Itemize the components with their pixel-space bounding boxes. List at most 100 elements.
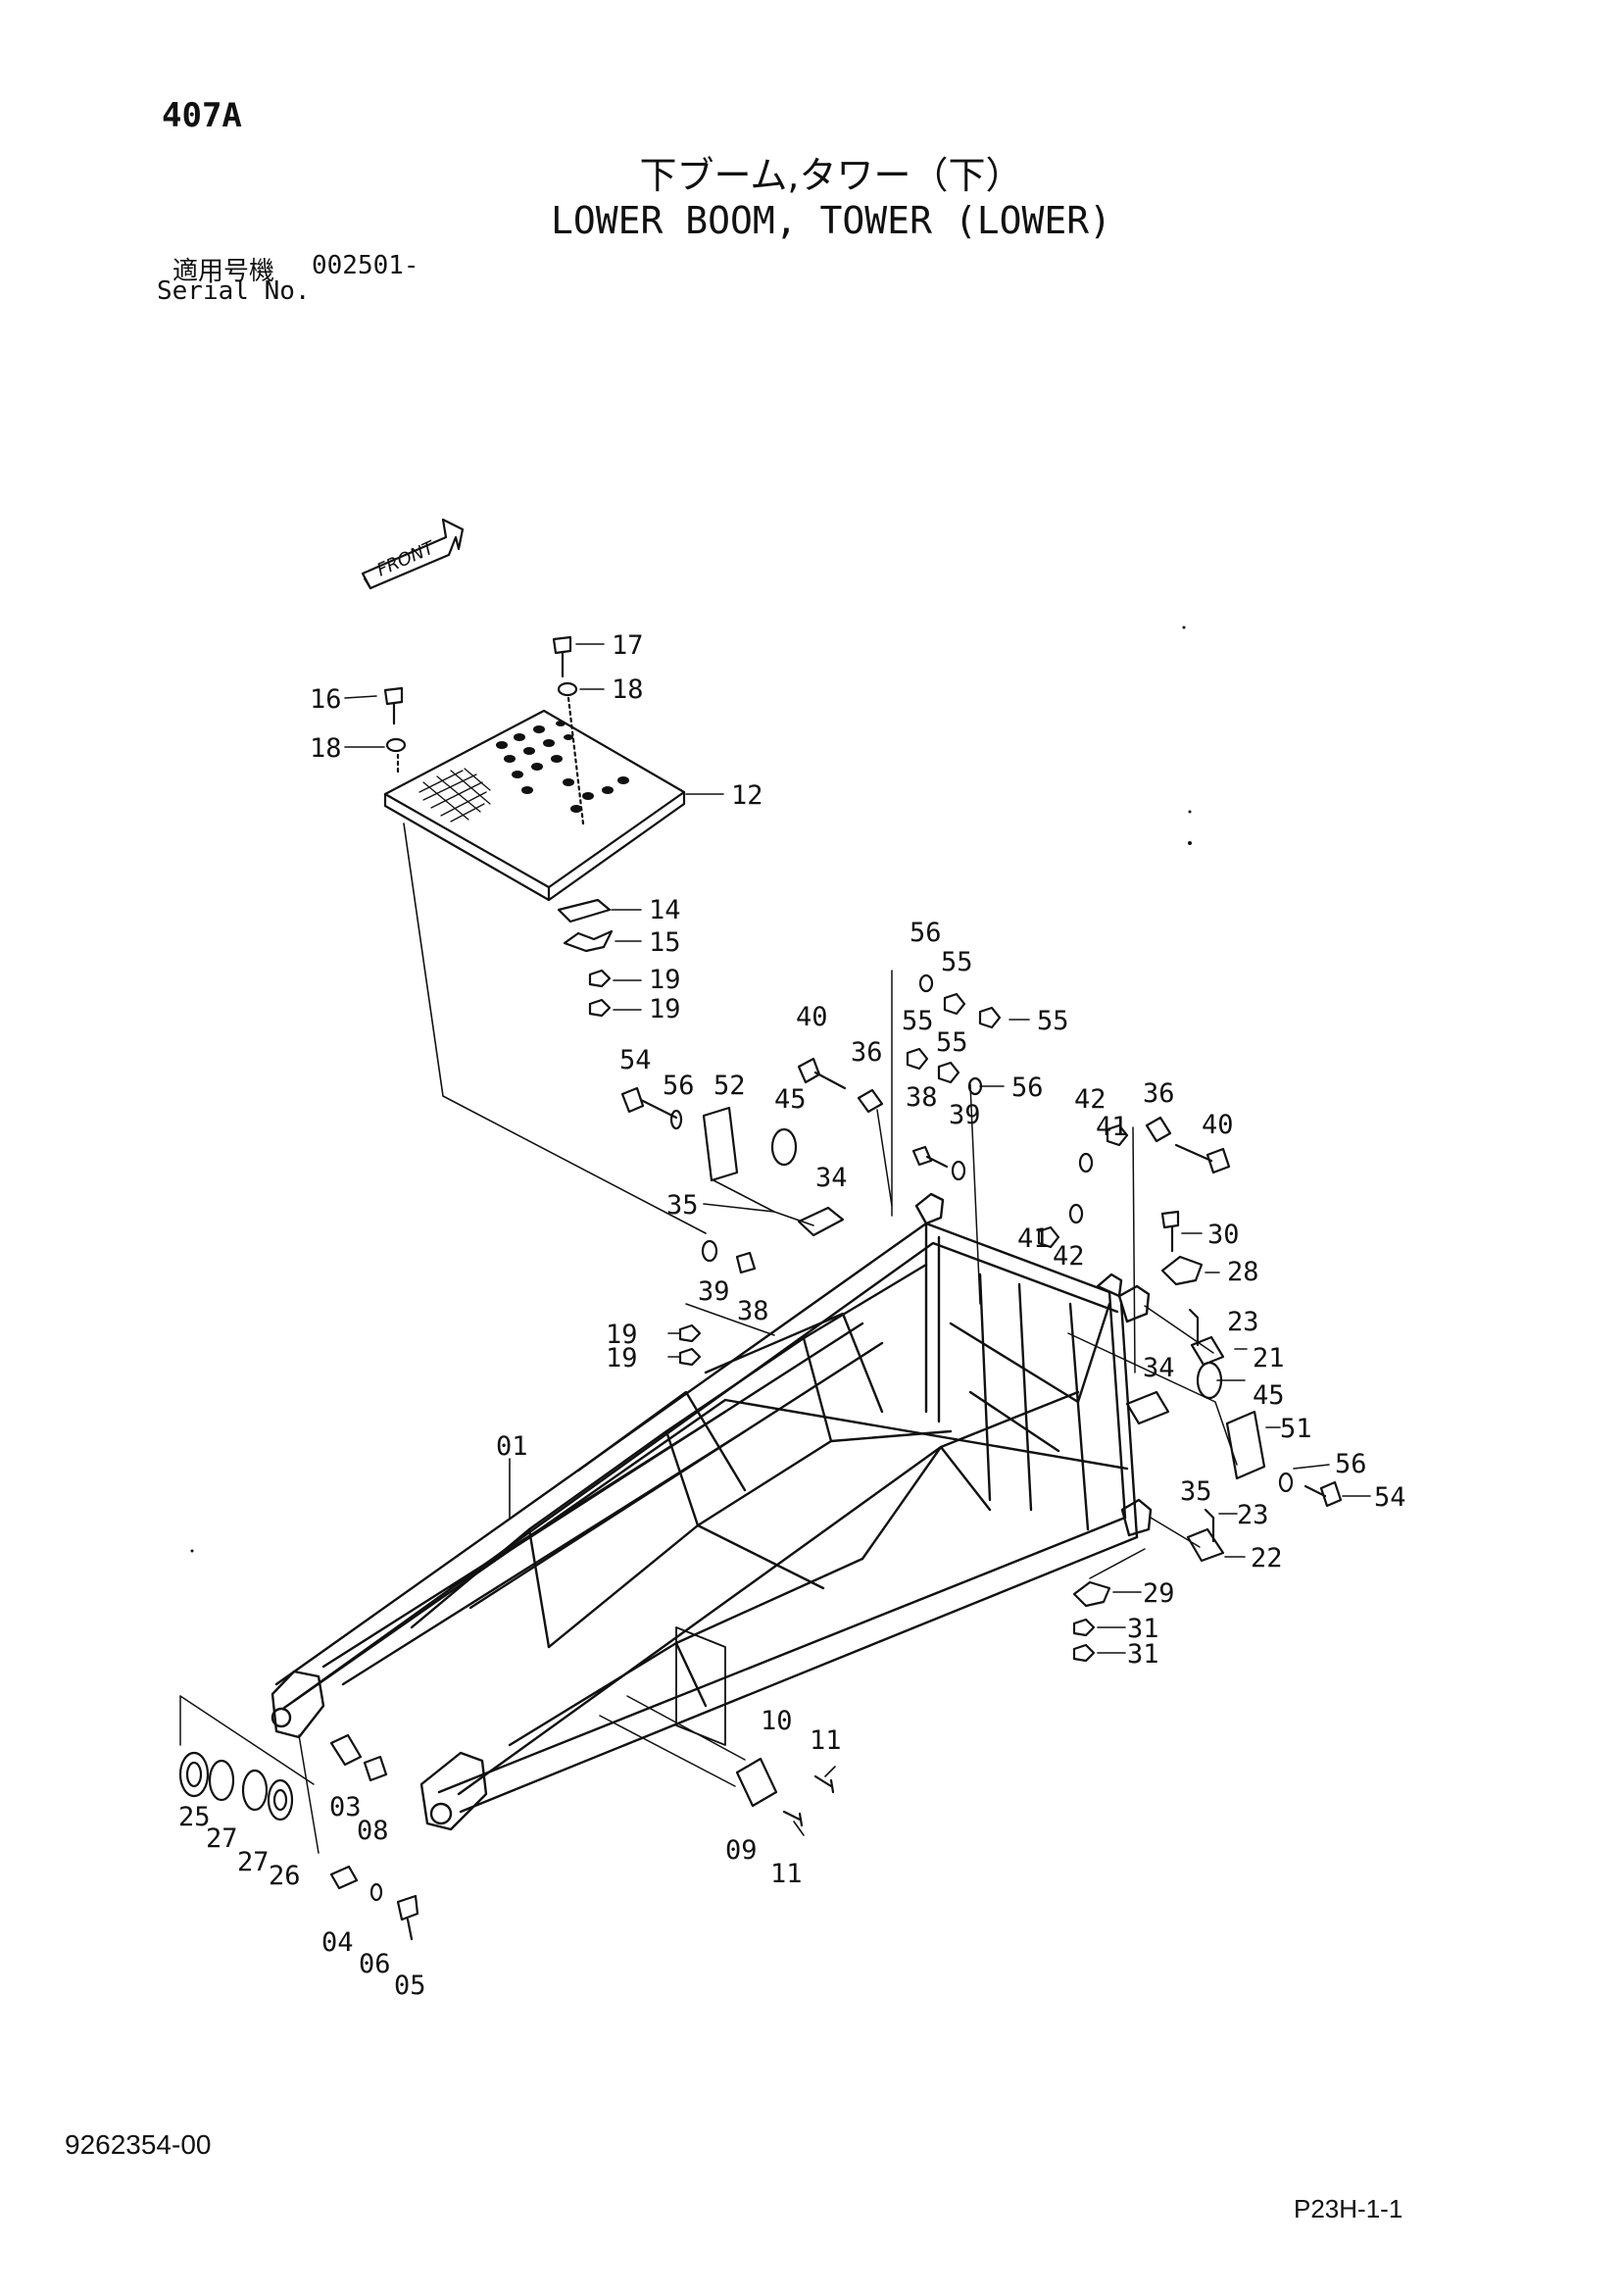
- callout-45: 45: [1253, 1380, 1285, 1411]
- callout-28: 28: [1227, 1257, 1259, 1287]
- washer-18b: [385, 737, 407, 753]
- nut-31b: [1072, 1643, 1096, 1663]
- bolt-54a: [620, 1086, 678, 1120]
- callout-11: 11: [810, 1725, 842, 1756]
- callout-19: 19: [649, 965, 681, 995]
- callout-01: 01: [496, 1431, 528, 1462]
- callout-23: 23: [1227, 1307, 1259, 1337]
- washer-39a: [951, 1160, 966, 1181]
- nut-41b: [1037, 1225, 1060, 1249]
- callout-06: 06: [359, 1949, 391, 1979]
- front-label: FRONT: [373, 537, 439, 581]
- callout-16: 16: [310, 684, 342, 715]
- washer-42a: [1078, 1152, 1094, 1173]
- callout-52: 52: [713, 1071, 746, 1101]
- callout-34: 34: [815, 1163, 848, 1193]
- pin-23b: [1204, 1508, 1215, 1543]
- washer-26: [267, 1778, 294, 1822]
- callout-11: 11: [770, 1859, 803, 1889]
- washer-56a: [918, 973, 934, 993]
- callout-36: 36: [1143, 1078, 1175, 1109]
- callout-05: 05: [394, 1971, 426, 2001]
- nut-31a: [1072, 1618, 1096, 1637]
- nut-55b: [978, 1006, 1002, 1029]
- callout-36: 36: [851, 1037, 883, 1068]
- screw-11a: [813, 1774, 835, 1794]
- callout-17: 17: [612, 630, 644, 661]
- callout-12: 12: [731, 780, 763, 811]
- callout-55: 55: [1037, 1006, 1069, 1036]
- callout-55: 55: [941, 947, 973, 977]
- callout-56: 56: [1011, 1073, 1044, 1103]
- nut-19b: [588, 998, 612, 1018]
- serial-label-english: Serial No.: [157, 276, 311, 306]
- nut-55a: [943, 992, 966, 1016]
- washer-25: [178, 1751, 210, 1798]
- callout-35: 35: [1180, 1476, 1212, 1507]
- callout-21: 21: [1253, 1343, 1285, 1373]
- callout-29: 29: [1143, 1578, 1175, 1609]
- callout-18: 18: [310, 733, 342, 764]
- plate-04: [329, 1865, 359, 1890]
- callout-26: 26: [269, 1861, 301, 1891]
- clamp-29: [1072, 1580, 1111, 1608]
- callout-19: 19: [606, 1343, 638, 1373]
- document-number: 9262354-00: [65, 2129, 212, 2160]
- callout-41: 41: [1017, 1223, 1050, 1254]
- washer-18a: [557, 681, 578, 697]
- clamp-15: [563, 929, 614, 953]
- callout-55: 55: [936, 1027, 968, 1058]
- callout-14: 14: [649, 895, 681, 925]
- bolt-17: [552, 635, 572, 678]
- callout-56: 56: [663, 1071, 695, 1101]
- callout-25: 25: [178, 1802, 211, 1832]
- callout-56: 56: [1335, 1449, 1367, 1479]
- bolt-16: [383, 686, 404, 725]
- bracket-14: [557, 898, 612, 923]
- clamp-28: [1160, 1255, 1204, 1286]
- callout-54: 54: [1374, 1482, 1406, 1513]
- callout-38: 38: [737, 1296, 769, 1326]
- washer-56b: [669, 1109, 683, 1130]
- nut-19d: [678, 1347, 702, 1367]
- bushing-36b: [1145, 1116, 1172, 1143]
- nut-19a: [588, 969, 612, 988]
- callout-04: 04: [321, 1927, 354, 1958]
- serial-value: 002501-: [312, 251, 419, 280]
- pin-45a: [770, 1127, 798, 1167]
- callout-51: 51: [1280, 1414, 1312, 1444]
- callout-41: 41: [1096, 1112, 1128, 1142]
- callout-40: 40: [796, 1002, 828, 1032]
- callout-54: 54: [619, 1045, 652, 1075]
- callout-19: 19: [606, 1320, 638, 1350]
- bracket-52: [702, 1106, 739, 1182]
- washer-27b: [241, 1769, 269, 1812]
- callout-35: 35: [666, 1190, 699, 1221]
- title-japanese: 下ブーム,タワー（下）: [639, 154, 1023, 197]
- page-number: 407A: [162, 96, 242, 135]
- callout-19: 19: [649, 994, 681, 1024]
- serial-label-japanese: 適用号機: [172, 257, 275, 286]
- bolt-30: [1160, 1210, 1180, 1253]
- callout-08: 08: [357, 1816, 389, 1846]
- callout-39: 39: [949, 1100, 981, 1130]
- callout-39: 39: [698, 1276, 730, 1307]
- screw-11b: [782, 1810, 804, 1827]
- washer-39b: [701, 1239, 718, 1263]
- callout-22: 22: [1251, 1543, 1283, 1573]
- callout-45: 45: [774, 1084, 807, 1115]
- pin-22: [1186, 1527, 1225, 1563]
- bushing-36a: [857, 1088, 884, 1114]
- callout-34: 34: [1143, 1353, 1175, 1383]
- callout-23: 23: [1237, 1500, 1269, 1530]
- nut-55c: [906, 1047, 929, 1071]
- callout-15: 15: [649, 927, 681, 958]
- callout-38: 38: [906, 1082, 938, 1113]
- washer-06: [369, 1882, 383, 1902]
- callout-03: 03: [329, 1792, 362, 1822]
- bolt-05: [396, 1894, 419, 1941]
- washer-56d: [1278, 1472, 1294, 1493]
- sheet-reference: P23H-1-1: [1294, 2194, 1403, 2223]
- title-english: LOWER BOOM, TOWER (LOWER): [551, 199, 1111, 242]
